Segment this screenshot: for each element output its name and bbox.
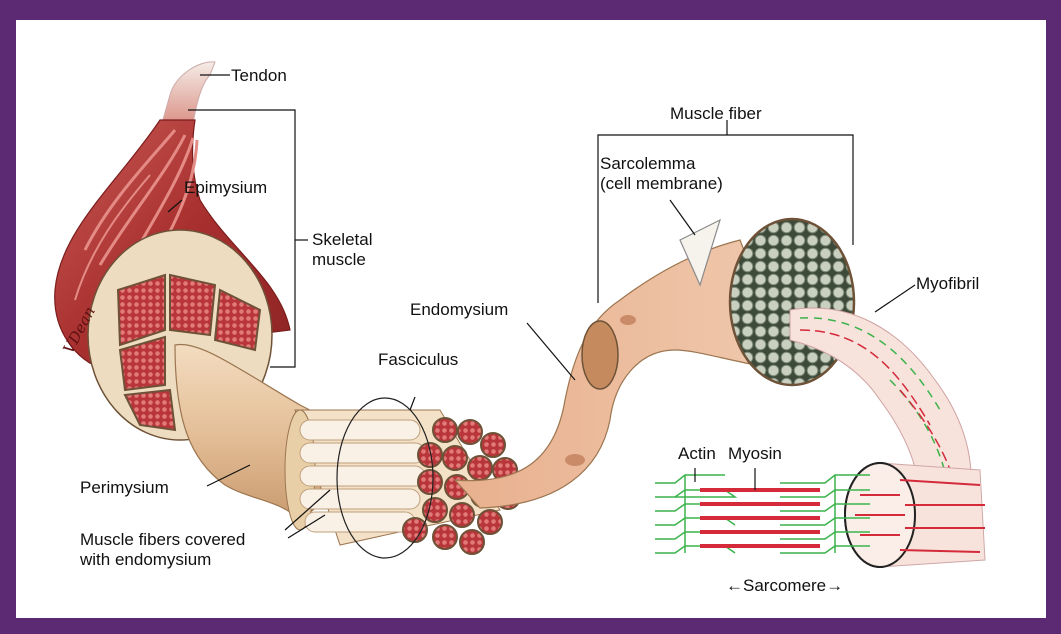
label-muscle-fibers-covered-line2: with endomysium [80, 550, 211, 570]
figure-frame: VDean Tendon Epimysium Skeletal muscle P… [16, 20, 1046, 618]
label-tendon: Tendon [231, 66, 287, 86]
label-myofibril: Myofibril [916, 274, 979, 294]
label-fasciculus: Fasciculus [378, 350, 458, 370]
label-muscle-fiber: Muscle fiber [670, 104, 762, 124]
label-skeletal-muscle-line1: Skeletal [312, 230, 372, 250]
sarcomere-schematic [655, 475, 870, 553]
label-skeletal-muscle-line2: muscle [312, 250, 366, 270]
myofibril-cross-section [730, 219, 854, 385]
label-epimysium: Epimysium [184, 178, 267, 198]
label-sarcomere: ←Sarcomere→ [726, 576, 843, 596]
label-sarcolemma-line2: (cell membrane) [600, 174, 723, 194]
label-myosin: Myosin [728, 444, 782, 464]
label-perimysium: Perimysium [80, 478, 169, 498]
label-actin: Actin [678, 444, 716, 464]
label-muscle-fibers-covered-line1: Muscle fibers covered [80, 530, 245, 550]
label-endomysium: Endomysium [410, 300, 508, 320]
label-sarcolemma-line1: Sarcolemma [600, 154, 695, 174]
muscle-anatomy-illustration [16, 20, 1046, 618]
